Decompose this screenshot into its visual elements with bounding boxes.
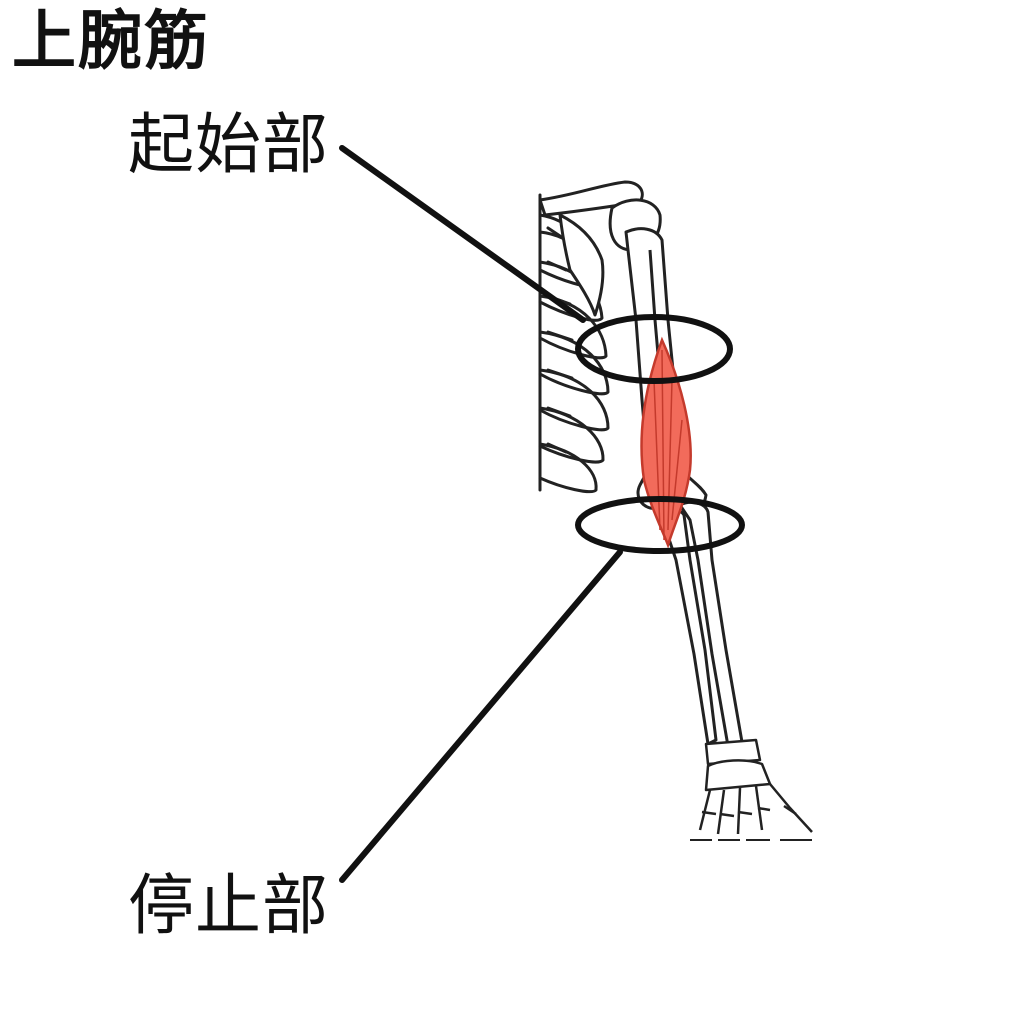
- brachialis-muscle-illustration: [640, 336, 692, 549]
- page-title: 上腕筋: [12, 5, 210, 79]
- shoulder-bones-illustration: [538, 180, 662, 317]
- insertion-leader-line: [339, 549, 623, 883]
- origin-marker: [339, 145, 733, 384]
- hand-bones-illustration: [690, 738, 813, 841]
- origin-label: 起始部: [128, 106, 329, 183]
- origin-ellipse: [575, 314, 733, 384]
- insertion-ellipse: [575, 496, 745, 554]
- insertion-marker: [339, 496, 745, 883]
- origin-leader-line: [339, 145, 586, 323]
- insertion-label: 停止部: [128, 867, 329, 944]
